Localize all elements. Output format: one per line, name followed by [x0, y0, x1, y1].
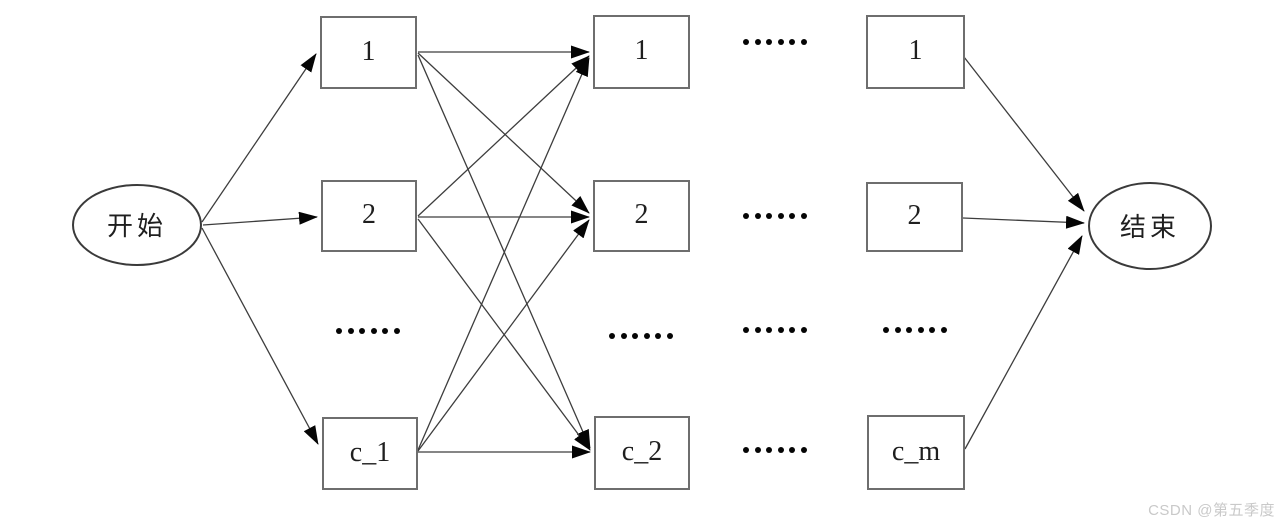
dot [609, 333, 615, 339]
node-layer2-row2: 2 [593, 180, 690, 252]
ellipsis-dots [743, 327, 807, 333]
node-layer3-rowlast: c_m [867, 415, 965, 490]
dot [906, 327, 913, 333]
dot [789, 447, 796, 453]
dot [632, 333, 639, 339]
dot [929, 327, 936, 333]
dot [800, 39, 807, 45]
edge-line [201, 53, 317, 223]
dot [743, 213, 749, 219]
node-label: 1 [908, 35, 923, 66]
dot [766, 39, 773, 45]
dot [766, 447, 773, 453]
edge-line [417, 55, 590, 217]
ellipsis-dots [336, 328, 400, 334]
dot [777, 327, 784, 333]
dot [789, 327, 796, 333]
dot [883, 327, 889, 333]
dot [800, 327, 807, 333]
ellipsis-dots [743, 447, 807, 453]
ellipsis-dots [883, 327, 947, 333]
edge-line [201, 227, 319, 445]
dot [754, 327, 761, 333]
dot [777, 39, 784, 45]
dot [393, 328, 400, 334]
edge-line [417, 219, 590, 452]
node-start-label: 开始 [106, 211, 167, 241]
edge-line [417, 54, 591, 449]
dot [789, 39, 796, 45]
dot [382, 328, 389, 334]
dot [666, 333, 673, 339]
dot [777, 213, 784, 219]
dot [754, 213, 761, 219]
dot [754, 39, 761, 45]
dot [766, 213, 773, 219]
node-label: 2 [634, 199, 649, 230]
dot [336, 328, 342, 334]
node-label: c_m [891, 435, 941, 467]
node-label: 2 [907, 200, 922, 231]
node-layer2-rowlast: c_2 [594, 416, 690, 490]
dot [743, 39, 749, 45]
node-label: 1 [634, 35, 649, 66]
edge-line [963, 56, 1085, 212]
dot [800, 447, 807, 453]
dot [777, 447, 784, 453]
node-layer3-row1: 1 [866, 15, 965, 89]
dot [743, 327, 749, 333]
node-label: c_1 [349, 436, 391, 468]
dot [347, 328, 354, 334]
edge-line [202, 211, 318, 226]
node-start: 开始 [72, 184, 202, 266]
edge-line [962, 215, 1085, 229]
node-layer3-row2: 2 [866, 182, 963, 252]
node-label: 1 [361, 35, 376, 67]
dot [766, 327, 773, 333]
dot [359, 328, 366, 334]
dot [940, 327, 947, 333]
ellipsis-dots [743, 39, 807, 45]
dot [800, 213, 807, 219]
ellipsis-dots [609, 333, 673, 339]
edge-line [417, 218, 591, 451]
node-label: 2 [362, 199, 376, 230]
node-layer1-rowlast: c_1 [322, 417, 418, 490]
dot [894, 327, 901, 333]
dot [620, 333, 627, 339]
node-end: 结束 [1088, 182, 1212, 270]
node-layer1-row2: 2 [321, 180, 417, 252]
dot [643, 333, 650, 339]
node-layer1-row1: 1 [320, 16, 417, 89]
edge-line [417, 57, 590, 451]
edge-line [964, 235, 1083, 450]
dot [917, 327, 924, 333]
node-end-label: 结束 [1119, 212, 1180, 242]
dot [370, 328, 377, 334]
edge-line [417, 52, 590, 214]
watermark: CSDN @第五季度 [1148, 502, 1275, 519]
node-label: c_2 [621, 436, 663, 467]
dot [754, 447, 761, 453]
node-layer2-row1: 1 [593, 15, 690, 89]
dot [789, 213, 796, 219]
dot [655, 333, 662, 339]
ellipsis-dots [743, 213, 807, 219]
dot [743, 447, 749, 453]
